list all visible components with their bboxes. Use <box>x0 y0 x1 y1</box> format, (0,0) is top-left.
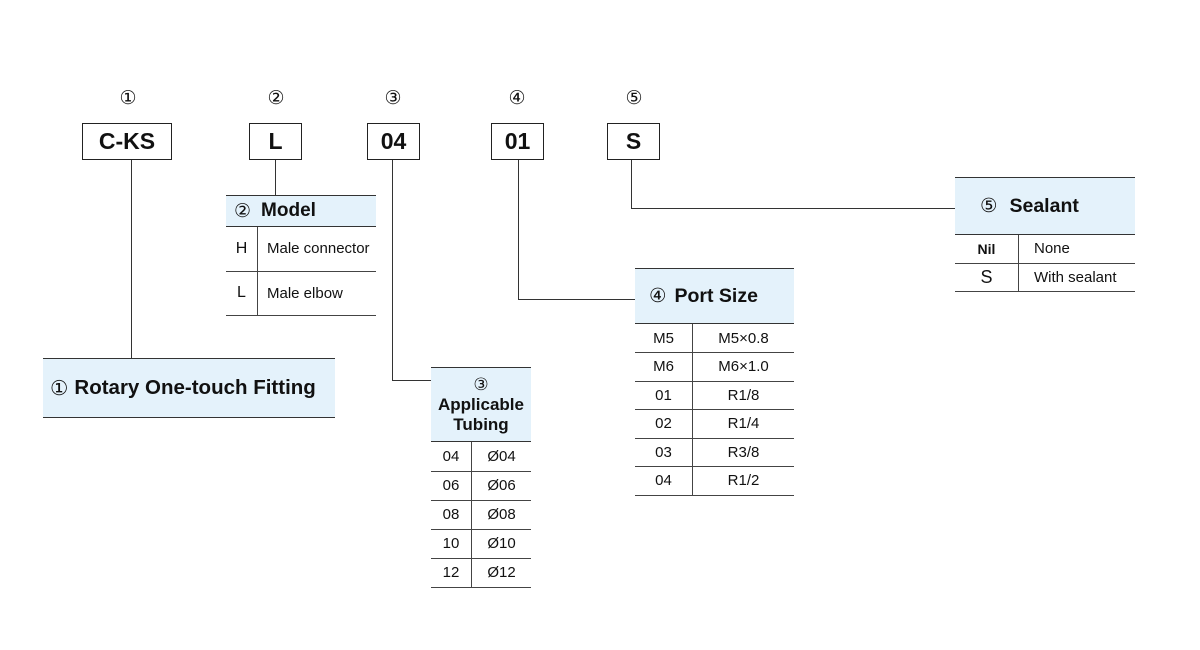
port-size-title: Port Size <box>674 284 758 307</box>
table-row: 04 R1/2 <box>635 466 794 496</box>
connector-line-tubing-vertical <box>392 160 393 381</box>
table-row: M5 M5×0.8 <box>635 324 794 353</box>
tubing-table: 04 Ø04 06 Ø06 08 Ø08 10 Ø10 12 Ø12 <box>431 442 531 588</box>
table-row: L Male elbow <box>226 271 376 316</box>
port-code: 04 <box>635 466 693 496</box>
port-desc: M6×1.0 <box>692 352 794 382</box>
rotary-fitting-number: ① <box>50 376 69 400</box>
segment-number-5: ⑤ <box>625 88 643 109</box>
port-desc: M5×0.8 <box>692 324 794 353</box>
table-row: 02 R1/4 <box>635 409 794 439</box>
connector-line-sealant-vertical <box>631 160 632 209</box>
tubing-code: 04 <box>431 442 472 472</box>
sealant-number: ⑤ <box>980 195 998 217</box>
port-desc: R3/8 <box>692 438 794 467</box>
model-table: H Male connector L Male elbow <box>226 227 376 316</box>
port-code: 01 <box>635 381 693 410</box>
sealant-header: ⑤ Sealant <box>955 177 1135 235</box>
tubing-desc: Ø06 <box>471 471 531 501</box>
tubing-title-line2: Tubing <box>453 414 509 434</box>
table-row: Nil None <box>955 235 1135 264</box>
tubing-header: ③ Applicable Tubing <box>431 367 531 442</box>
port-code: M5 <box>635 324 693 353</box>
sealant-desc: With sealant <box>1018 263 1135 292</box>
code-box-model: L <box>249 123 302 160</box>
table-row: 06 Ø06 <box>431 471 531 501</box>
segment-number-1: ① <box>119 88 137 109</box>
tubing-desc: Ø10 <box>471 529 531 559</box>
port-desc: R1/4 <box>692 409 794 439</box>
connector-line-tubing-horizontal <box>392 380 431 381</box>
sealant-code: S <box>955 263 1019 292</box>
port-size-number: ④ <box>649 285 667 307</box>
sealant-title: Sealant <box>1009 194 1079 217</box>
model-desc: Male elbow <box>257 271 376 316</box>
segment-number-3: ③ <box>384 88 402 109</box>
port-size-header: ④ Port Size <box>635 268 794 324</box>
port-code: M6 <box>635 352 693 382</box>
code-box-tubing: 04 <box>367 123 420 160</box>
port-code: 02 <box>635 409 693 439</box>
model-title: Model <box>261 200 316 221</box>
sealant-desc: None <box>1018 235 1135 264</box>
code-box-port: 01 <box>491 123 544 160</box>
tubing-number: ③ <box>473 374 489 394</box>
code-box-sealant: S <box>607 123 660 160</box>
model-code: H <box>226 227 258 272</box>
tubing-code: 08 <box>431 500 472 530</box>
rotary-fitting-header: ① Rotary One-touch Fitting <box>43 358 335 418</box>
model-desc: Male connector <box>257 227 376 272</box>
tubing-code: 10 <box>431 529 472 559</box>
connector-line-sealant-horizontal <box>631 208 955 209</box>
table-row: 03 R3/8 <box>635 438 794 467</box>
port-code: 03 <box>635 438 693 467</box>
tubing-code: 12 <box>431 558 472 588</box>
table-row: M6 M6×1.0 <box>635 352 794 382</box>
segment-number-2: ② <box>267 88 285 109</box>
table-row: 12 Ø12 <box>431 558 531 588</box>
tubing-desc: Ø08 <box>471 500 531 530</box>
table-row: 01 R1/8 <box>635 381 794 410</box>
connector-line-port-horizontal <box>518 299 635 300</box>
port-desc: R1/2 <box>692 466 794 496</box>
sealant-code: Nil <box>955 235 1019 264</box>
table-row: H Male connector <box>226 227 376 272</box>
table-row: 10 Ø10 <box>431 529 531 559</box>
table-row: S With sealant <box>955 263 1135 292</box>
tubing-desc: Ø12 <box>471 558 531 588</box>
connector-line-port-vertical <box>518 160 519 300</box>
model-header: ② Model <box>226 195 376 227</box>
tubing-desc: Ø04 <box>471 442 531 472</box>
tubing-code: 06 <box>431 471 472 501</box>
model-code: L <box>226 271 258 316</box>
port-size-table: M5 M5×0.8 M6 M6×1.0 01 R1/8 02 R1/4 03 R… <box>635 324 794 496</box>
rotary-fitting-title: Rotary One-touch Fitting <box>74 376 316 399</box>
table-row: 08 Ø08 <box>431 500 531 530</box>
connector-line-series <box>131 160 132 359</box>
sealant-table: Nil None S With sealant <box>955 235 1135 292</box>
tubing-title-line1: Applicable <box>438 394 524 414</box>
model-number: ② <box>234 200 252 222</box>
port-desc: R1/8 <box>692 381 794 410</box>
segment-number-4: ④ <box>508 88 526 109</box>
code-box-series: C-KS <box>82 123 172 160</box>
table-row: 04 Ø04 <box>431 442 531 472</box>
connector-line-model <box>275 160 276 195</box>
